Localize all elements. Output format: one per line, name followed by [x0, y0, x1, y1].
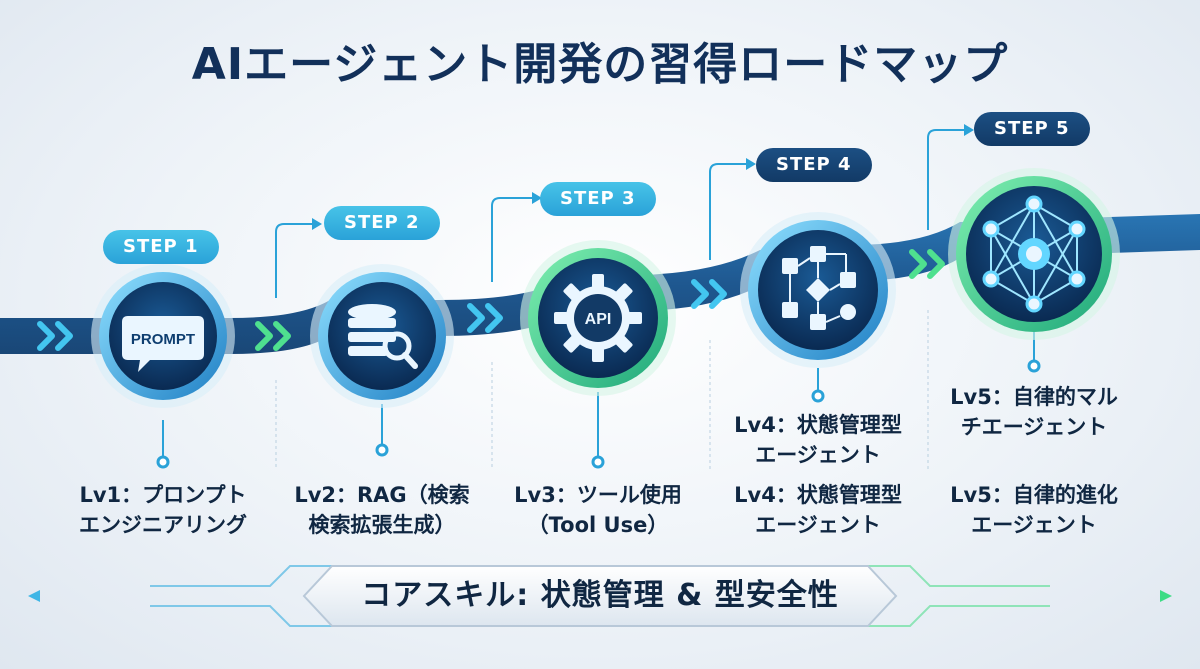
step-2-badge: STEP 2 — [324, 206, 440, 240]
step-4-node — [740, 212, 896, 368]
step-3-node: API — [520, 240, 676, 396]
step-2-label: Lv2：RAG（検索 検索拡張生成） — [294, 483, 470, 537]
page-title: AIエージェント開発の習得ロードマップ — [191, 39, 1009, 90]
step-1-label: Lv1：プロンプト エンジニアリング — [79, 483, 247, 537]
step-5-label: Lv5：自律的マル チエージェント — [950, 385, 1118, 439]
flowchart-icon — [782, 246, 856, 330]
api-gear-icon: API — [554, 274, 642, 362]
step-3-badge: STEP 3 — [540, 182, 656, 216]
step-3-label: Lv3：ツール使用 （Tool Use） — [514, 483, 682, 537]
core-skill-plate — [302, 565, 898, 627]
chevron-arrows-icon — [37, 249, 945, 351]
step-4-label-2: Lv4：状態管理型 エージェント — [734, 483, 902, 537]
step-1-badge: STEP 1 — [103, 230, 219, 264]
connector-arrows — [275, 129, 964, 298]
step-5-node — [948, 168, 1120, 340]
prompt-bubble-icon: PROMPT — [122, 316, 204, 372]
core-skill-text: コアスキル: 状態管理 & 型安全性 — [361, 578, 839, 613]
step-5-badge: STEP 5 — [974, 112, 1090, 146]
step-4-label: Lv4：状態管理型 エージェント — [734, 413, 902, 467]
prompt-icon-text: PROMPT — [131, 331, 195, 348]
database-search-icon — [348, 304, 418, 369]
api-icon-text: API — [585, 311, 612, 328]
step-4-badge: STEP 4 — [756, 148, 872, 182]
step-5-label-2: Lv5：自律的進化 エージェント — [950, 483, 1118, 537]
step-2-node — [310, 264, 454, 408]
network-icon — [982, 195, 1086, 313]
step-1-node: PROMPT — [91, 264, 235, 408]
